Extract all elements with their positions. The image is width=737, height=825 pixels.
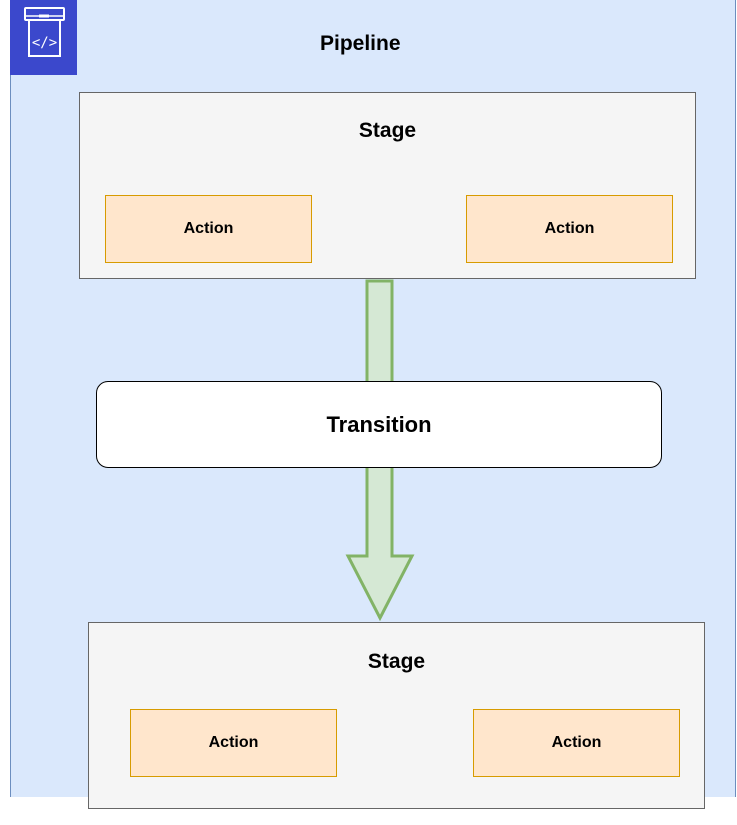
stage-box[interactable]: Stage Action Action: [88, 622, 705, 809]
action-box[interactable]: Action: [466, 195, 673, 263]
action-box[interactable]: Action: [105, 195, 312, 263]
pipeline-title: Pipeline: [320, 32, 401, 55]
code-pipeline-icon: </>: [10, 0, 77, 75]
stage-box[interactable]: Stage Action Action: [79, 92, 696, 279]
action-box[interactable]: Action: [130, 709, 337, 777]
action-box[interactable]: Action: [473, 709, 680, 777]
transition-box[interactable]: Transition: [96, 381, 662, 468]
svg-text:</>: </>: [32, 35, 57, 51]
stage-title: Stage: [358, 119, 417, 142]
stage-title: Stage: [367, 650, 426, 673]
